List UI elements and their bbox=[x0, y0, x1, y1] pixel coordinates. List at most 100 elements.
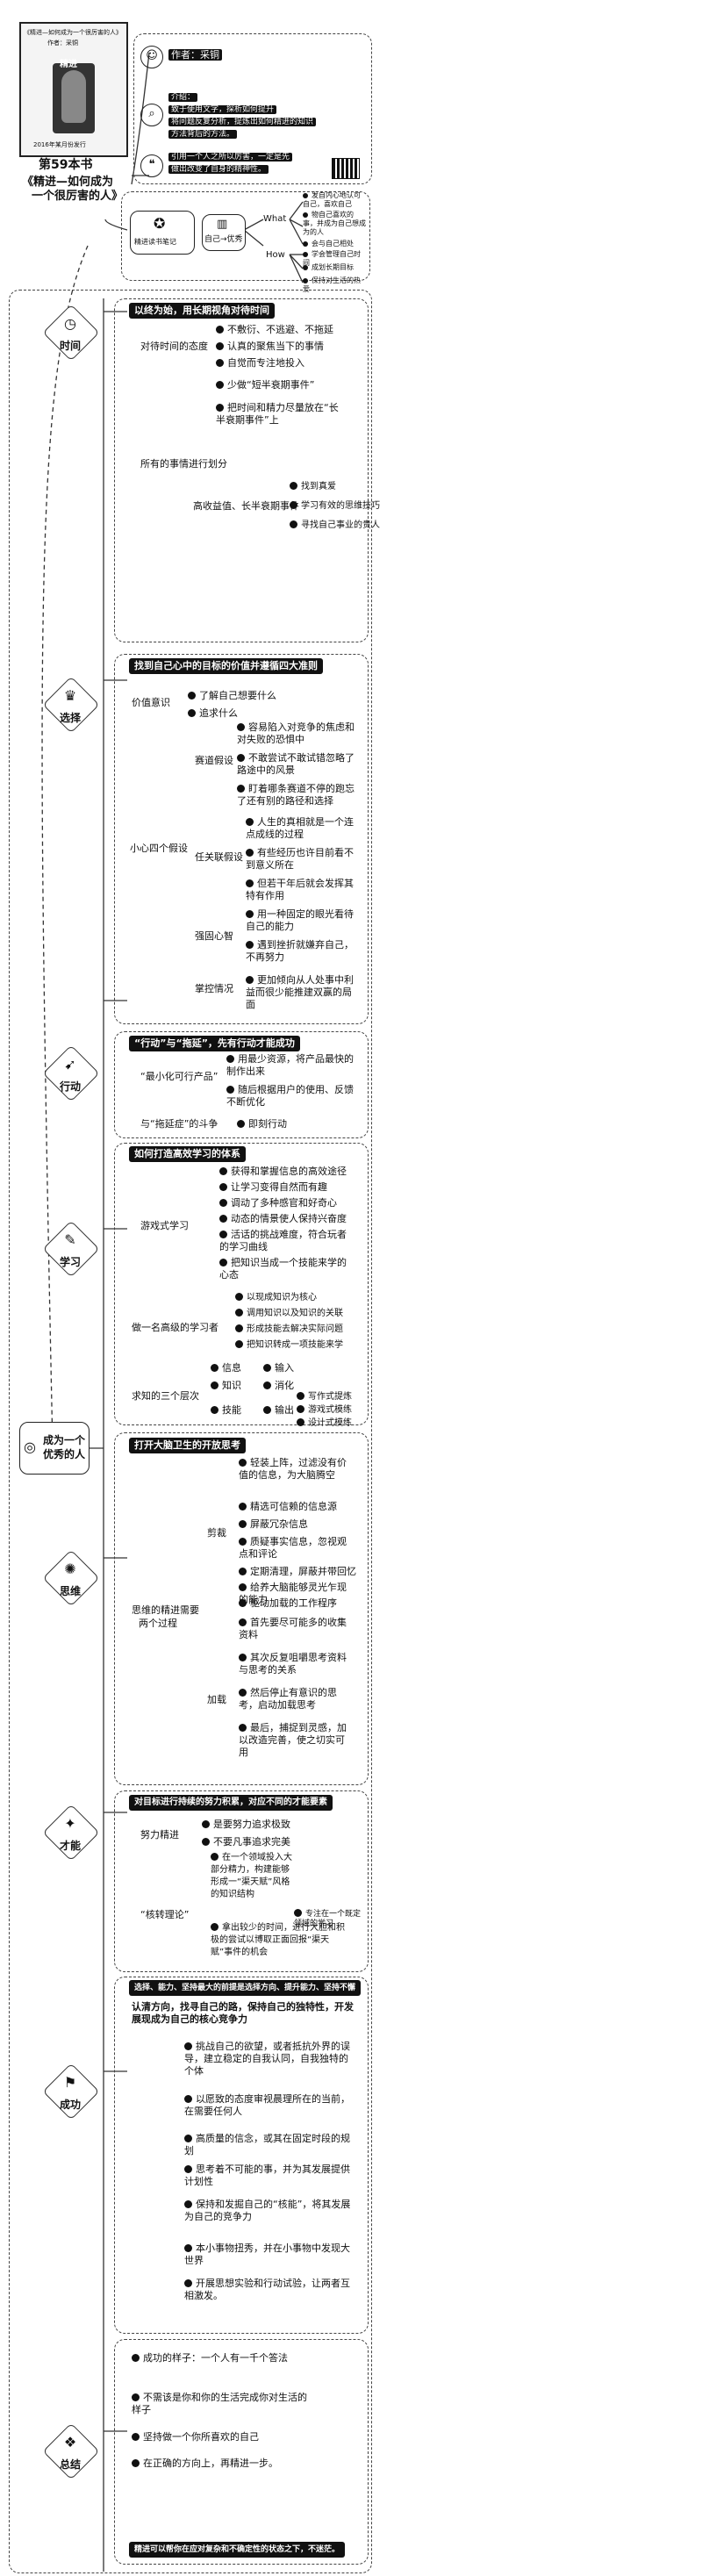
learn-lv2: 知识 bbox=[211, 1380, 241, 1391]
learn-lv1: 信息 bbox=[211, 1362, 241, 1374]
time-g2-c-item-2: 学习有效的思维技巧 bbox=[290, 500, 380, 512]
think-s1-item-1: 轻装上阵，过滤没有价值的信息，为大脑腾空 bbox=[239, 1457, 347, 1481]
choice-header: 找到自己心中的目标的价值并遵循四大准则 bbox=[129, 658, 323, 674]
choice-a2-item-2: 有些经历也许目前看不到意义所在 bbox=[246, 847, 354, 871]
learn-g1-item-5: 活话的挑战难度，符合玩者的学习曲线 bbox=[219, 1229, 347, 1252]
action-g2-item-1: 即刻行动 bbox=[237, 1118, 287, 1130]
time-g2-label: 所有的事情进行划分 bbox=[140, 458, 227, 470]
success-intro: 认清方向，找寻自己的路，保持自己的独特性，开发展现成为自己的核心竞争力 bbox=[132, 2001, 354, 2025]
bulb-icon: ✺ bbox=[64, 1561, 76, 1577]
time-g2-a: 少做“短半衰期事件” bbox=[216, 379, 314, 391]
action-g1-label: “最小化可行产品” bbox=[140, 1071, 218, 1082]
section-action bbox=[114, 1031, 369, 1138]
think-s2-item-4: 然后停止有意识的思考，启动加载思考 bbox=[239, 1687, 337, 1711]
action-g1-item-2: 随后根据用户的使用、反馈不断优化 bbox=[226, 1084, 354, 1108]
crown-icon: ♛ bbox=[63, 687, 77, 704]
success-header: 选择、能力、坚持最大的前提是选择方向、提升能力、坚持不懈 bbox=[129, 1980, 362, 1996]
success-item-4: 思考着不可能的事，并为其发展提供计划性 bbox=[184, 2163, 350, 2187]
section-choice bbox=[114, 654, 369, 1024]
action-g2-label: 与“拖延症”的斗争 bbox=[140, 1118, 218, 1130]
think-s2-item-1: 驱动加载的工作程序 bbox=[239, 1597, 337, 1609]
root-label-line1: 成为一个 bbox=[43, 1434, 86, 1446]
summary-item-3: 坚持做一个你所喜欢的自己 bbox=[132, 2431, 307, 2443]
learn-g1-item-2: 让学习变得自然而有趣 bbox=[219, 1181, 327, 1193]
book-icon: ✎ bbox=[64, 1231, 76, 1248]
what-item-1: 发自内心地认可自己，喜欢自己 bbox=[303, 191, 361, 208]
target-icon: ◎ bbox=[24, 1439, 36, 1455]
choice-g1-label: 价值意识 bbox=[132, 697, 170, 708]
action-g1-item-1: 用最少资源，将产品最快的制作出来 bbox=[226, 1053, 354, 1077]
cover-author: 作者：采铜 bbox=[47, 39, 78, 47]
summary-panel bbox=[121, 191, 370, 281]
what-label: What bbox=[263, 214, 287, 224]
choice-a3: 强固心智 bbox=[195, 930, 233, 942]
what-item-2: 物自己喜欢的事，并成为自己想成为的人 bbox=[303, 211, 366, 236]
time-label: 时间 bbox=[59, 340, 81, 352]
how-item-1: 学会管理自己时间 bbox=[303, 250, 361, 267]
choice-a2: 任关联假设 bbox=[195, 851, 243, 863]
quote-icon: ❝ bbox=[140, 154, 163, 177]
qr-code bbox=[332, 158, 360, 179]
choice-a4: 掌控情况 bbox=[195, 983, 233, 994]
learn-g1-item-1: 获得和掌握信息的高效途径 bbox=[219, 1166, 347, 1177]
action-header: “行动”与“拖延”，先有行动才能成功 bbox=[129, 1036, 300, 1051]
star-icon: ✦ bbox=[64, 1815, 76, 1832]
section-talent bbox=[114, 1790, 369, 1972]
summary-item-2: 不需该是你和你的生活完成你对生活的样子 bbox=[132, 2392, 307, 2415]
search-icon: ⌕ bbox=[140, 104, 163, 126]
think-s2-item-5: 最后，捕捉到灵感，加以改造完善，使之切实可用 bbox=[239, 1722, 347, 1758]
think-label: 思维 bbox=[59, 1585, 81, 1597]
choice-a4-item-1: 更加倾向从人处事中利益而很少能推建双赢的局面 bbox=[246, 974, 354, 1010]
think-g-label-2: 两个过程 bbox=[139, 1618, 177, 1629]
learn-g2-item-2: 调用知识以及知识的关联 bbox=[235, 1308, 343, 1319]
choice-g1-item-1: 了解自己想要什么 bbox=[188, 690, 276, 701]
think-s1-item-5: 定期清理，屏蔽并带回忆 bbox=[239, 1566, 356, 1577]
section-think bbox=[114, 1432, 369, 1785]
think-g-label-1: 思维的精进需要 bbox=[132, 1604, 199, 1616]
gift-icon: ❖ bbox=[63, 2434, 77, 2450]
learn-lv2b: 消化 bbox=[263, 1380, 294, 1391]
center-label: 自己→优秀 bbox=[204, 235, 243, 244]
chart-icon: ▥ bbox=[217, 218, 228, 231]
center-box: ▥ 自己→优秀 bbox=[202, 214, 246, 251]
choice-a1: 赛道假设 bbox=[195, 755, 233, 766]
choice-a2-item-1: 人生的真相就是一个连点成线的过程 bbox=[246, 816, 354, 840]
success-item-7: 开展思想实验和行动试验，让两者互相激发。 bbox=[184, 2278, 350, 2301]
learn-g3-label: 求知的三个层次 bbox=[132, 1390, 199, 1402]
book-title-line2: 一个很厉害的人》 bbox=[32, 190, 124, 203]
summary-item-4: 在正确的方向上，再精进一步。 bbox=[132, 2458, 307, 2470]
success-item-3: 高质量的信念，或其在固定时段的规划 bbox=[184, 2133, 350, 2156]
info-panel bbox=[133, 33, 372, 184]
summary-item-1: 成功的样子：一个人有一千个答法 bbox=[132, 2352, 307, 2364]
logo-box: ✪ 精进读书笔记 bbox=[130, 211, 195, 255]
learn-g2-item-1: 以现成知识为核心 bbox=[235, 1292, 317, 1303]
choice-label: 选择 bbox=[59, 712, 81, 724]
learn-g1-label: 游戏式学习 bbox=[140, 1220, 189, 1231]
penguin-icon bbox=[61, 70, 86, 123]
learn-g2-item-4: 把知识转成一项技能来学 bbox=[235, 1339, 343, 1351]
summary-label: 总结 bbox=[59, 2458, 81, 2471]
learn-out-1: 写作式提炼 bbox=[297, 1391, 352, 1403]
think-s1-item-2: 精选可信赖的信息源 bbox=[239, 1501, 337, 1512]
book-cover: 《精进—如何成为一个很厉害的人》 作者：采铜 精进 2016年某月份发行 bbox=[19, 22, 128, 157]
learn-g1-item-6: 把知识当成一个技能来学的心态 bbox=[219, 1257, 347, 1281]
section-time bbox=[114, 298, 369, 642]
how-label: How bbox=[266, 250, 285, 260]
book-badge: 第59本书 bbox=[39, 158, 93, 172]
section-summary bbox=[114, 2339, 369, 2565]
author-label: 作者：采铜 bbox=[168, 49, 222, 61]
time-g2-c-item-1: 找到真爱 bbox=[290, 481, 336, 492]
choice-g1-item-2: 追求什么 bbox=[188, 707, 238, 719]
time-g2-c-item-3: 寻找自己事业的贵人 bbox=[290, 520, 380, 531]
time-header: 以终为始，用长期视角对待时间 bbox=[129, 303, 275, 319]
talent-label: 才能 bbox=[59, 1840, 81, 1852]
cover-image bbox=[53, 63, 95, 133]
summary-footer: 精进可以帮你在应对复杂和不确定性的状态之下，不迷茫。 bbox=[129, 2542, 346, 2558]
how-item-3: 保持对生活的热爱 bbox=[303, 276, 361, 293]
talent-g1-label: 努力精进 bbox=[140, 1829, 179, 1841]
logo-text: 精进读书笔记 bbox=[134, 238, 176, 246]
book-title-line1: 《精进—如何成为 bbox=[22, 176, 114, 189]
choice-g2-label: 小心四个假设 bbox=[130, 843, 188, 854]
time-g2-c: 高收益值、长半衰期事件 bbox=[193, 500, 299, 512]
